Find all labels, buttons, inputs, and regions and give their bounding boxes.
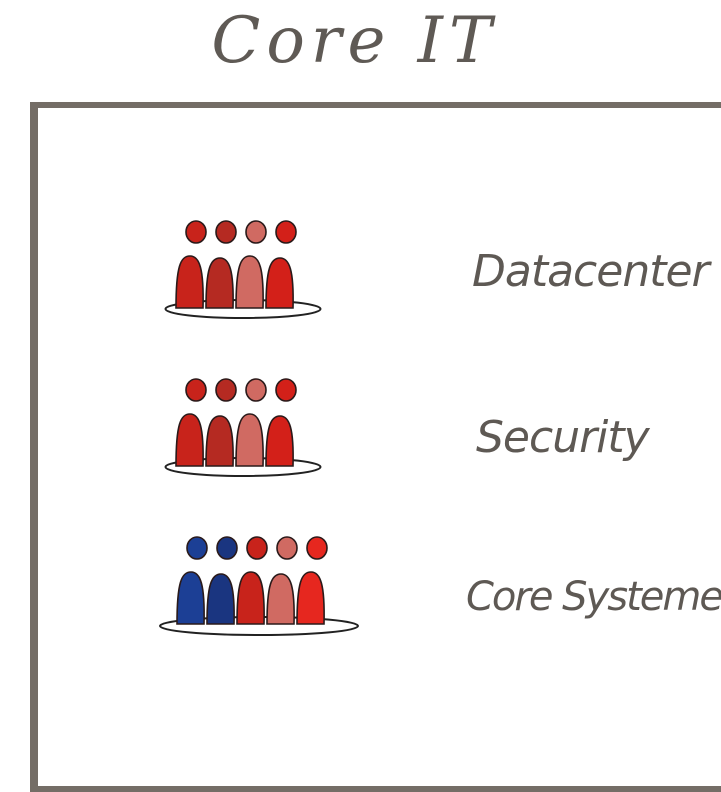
- team-group-security: [164, 378, 322, 477]
- team-member-head: [246, 536, 268, 560]
- team-member-body: [176, 571, 205, 625]
- team-member-head: [216, 536, 238, 560]
- team-member-head: [245, 378, 267, 402]
- team-member-head: [215, 220, 237, 244]
- team-member-body: [205, 415, 234, 467]
- team-member-body: [265, 415, 294, 467]
- team-member-body: [296, 571, 325, 625]
- team-member-body: [235, 255, 264, 309]
- team-label-datacenter: Datacenter: [472, 246, 710, 297]
- team-group-datacenter: [164, 220, 322, 319]
- team-member-body: [265, 257, 294, 309]
- team-member-head: [275, 220, 297, 244]
- team-member-head: [275, 378, 297, 402]
- team-member-body: [175, 255, 204, 309]
- team-member-head: [185, 378, 207, 402]
- team-label-core-systeme: Core Systeme: [466, 574, 721, 620]
- team-member-body: [175, 413, 204, 467]
- team-member-body: [235, 413, 264, 467]
- team-member-body: [205, 257, 234, 309]
- team-member-head: [186, 536, 208, 560]
- team-member-head: [215, 378, 237, 402]
- team-member-body: [206, 573, 235, 625]
- team-member-head: [306, 536, 328, 560]
- page-title: Core IT: [211, 4, 498, 78]
- team-label-security: Security: [476, 412, 650, 463]
- team-member-body: [266, 573, 295, 625]
- team-group-core-systeme: [159, 536, 359, 636]
- team-member-body: [236, 571, 265, 625]
- team-member-head: [276, 536, 298, 560]
- team-member-head: [185, 220, 207, 244]
- team-member-head: [245, 220, 267, 244]
